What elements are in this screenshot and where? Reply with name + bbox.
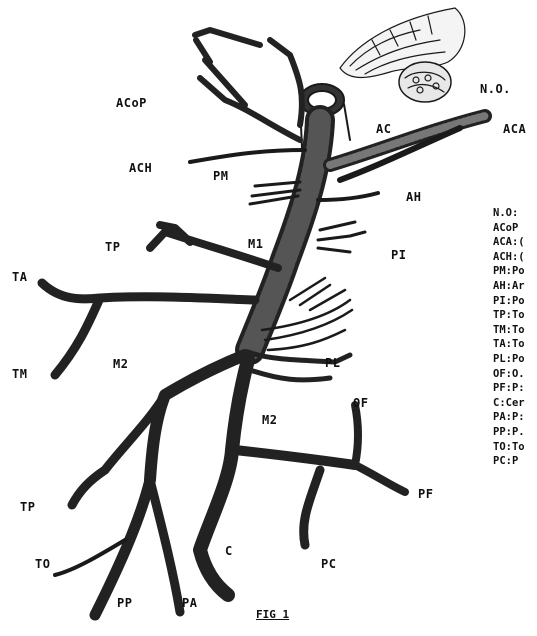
label-tp-lower: TP — [20, 500, 35, 514]
label-tp-upper: TP — [105, 240, 120, 254]
label-aca: ACA — [503, 122, 526, 136]
label-m2-right: M2 — [262, 413, 277, 427]
legend-item: ACA:( — [493, 235, 525, 250]
legend-item: OF:O. — [493, 367, 525, 382]
m2-right-branch — [200, 360, 248, 595]
label-ac: AC — [376, 122, 391, 136]
figure-caption: FIG 1 — [256, 608, 289, 621]
label-of: OF — [353, 396, 368, 410]
legend-item: C:Cer — [493, 396, 525, 411]
label-tm: TM — [12, 367, 27, 381]
pc-branch — [304, 470, 320, 545]
label-c: C — [225, 544, 233, 558]
label-pl: PL — [325, 356, 340, 370]
label-ah: AH — [406, 190, 421, 204]
label-m1: M1 — [248, 237, 263, 251]
legend-item: PP:P. — [493, 425, 525, 440]
legend-item: ACH:( — [493, 250, 525, 265]
label-acop: ACoP — [116, 96, 147, 110]
label-to: TO — [35, 557, 50, 571]
legend-item: ACoP — [493, 221, 525, 236]
legend-item: PC:P — [493, 454, 525, 469]
ah-branch — [318, 193, 378, 200]
legend-item: PL:Po — [493, 352, 525, 367]
label-ta: TA — [12, 270, 27, 284]
legend-item: PI:Po — [493, 294, 525, 309]
label-pi: PI — [391, 248, 406, 262]
legend-item: PF:P: — [493, 381, 525, 396]
label-ach: ACH — [129, 161, 152, 175]
acop-branch — [196, 40, 300, 140]
legend-item: N.O: — [493, 206, 525, 221]
ach-branch — [190, 150, 305, 162]
legend-item: AH:Ar — [493, 279, 525, 294]
label-pp: PP — [117, 596, 132, 610]
legend-item: PM:Po — [493, 264, 525, 279]
label-pc: PC — [321, 557, 336, 571]
pi-branches — [318, 222, 365, 252]
label-no: N.O. — [480, 82, 511, 96]
legend-item: PA:P: — [493, 410, 525, 425]
legend-item: TA:To — [493, 337, 525, 352]
legend-list: N.O: ACoP ACA:( ACH:( PM:Po AH:Ar PI:Po … — [493, 206, 525, 469]
legend-item: TP:To — [493, 308, 525, 323]
legend-item: TO:To — [493, 440, 525, 455]
label-pf: PF — [418, 487, 433, 501]
legend-item: TM:To — [493, 323, 525, 338]
optic-nerve-drawing — [340, 8, 465, 102]
label-pm: PM — [213, 169, 228, 183]
label-m2-left: M2 — [113, 357, 128, 371]
label-pa: PA — [182, 596, 197, 610]
